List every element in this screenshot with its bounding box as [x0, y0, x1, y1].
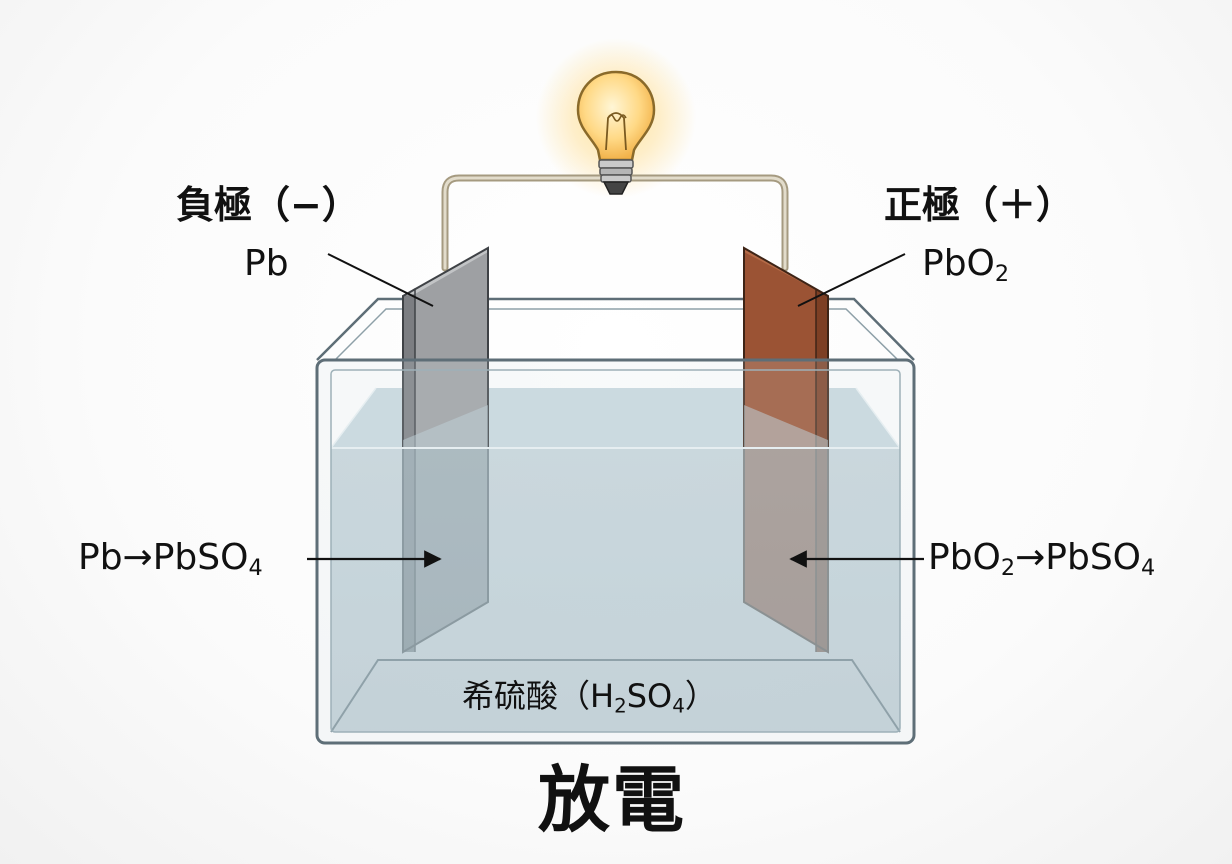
- positive-leader-line: [797, 253, 906, 307]
- tank-front-glass: [315, 358, 916, 745]
- negative-material-label: Pb: [244, 243, 289, 284]
- positive-electrode-label: 正極（＋）: [884, 183, 1075, 227]
- negative-electrode-label: 負極（−）: [176, 183, 360, 227]
- electrolyte-label: 希硫酸（H2SO4）: [462, 677, 717, 718]
- diagram-title: 放電: [538, 758, 687, 842]
- light-bulb-icon: [576, 70, 656, 195]
- negative-leader-line: [327, 253, 434, 307]
- negative-reaction-label: Pb→PbSO4: [78, 537, 263, 582]
- positive-material-label: PbO2: [922, 243, 1010, 288]
- tank-back-rim: [316, 297, 915, 361]
- positive-reaction-label: PbO2→PbSO4: [928, 537, 1156, 582]
